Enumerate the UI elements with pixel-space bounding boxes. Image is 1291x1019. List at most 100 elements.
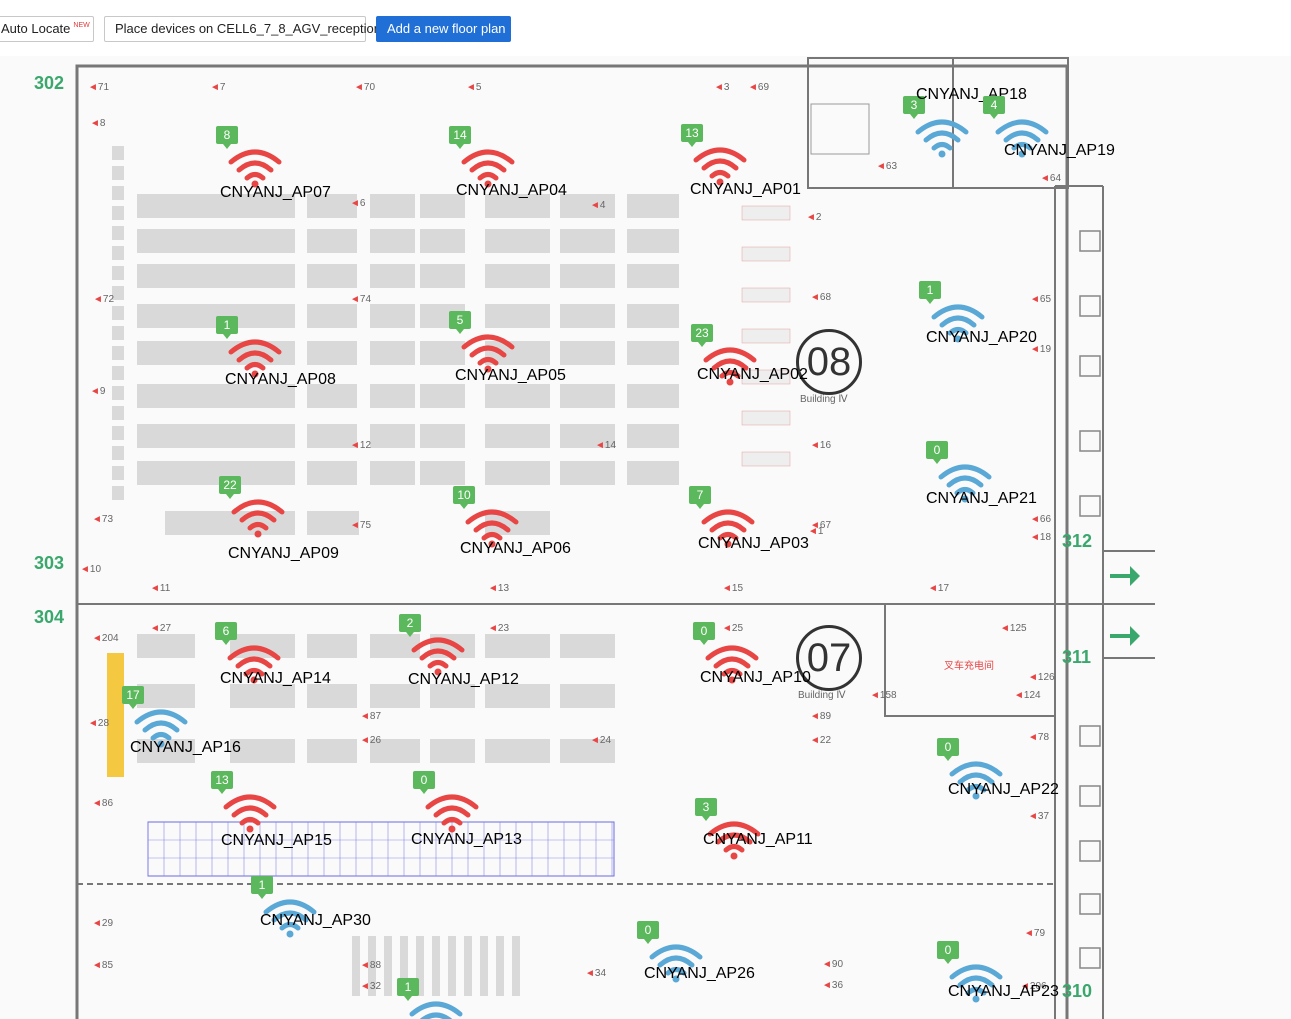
device-marker[interactable]: ◄68 — [810, 292, 831, 303]
device-marker[interactable]: ◄126 — [1028, 672, 1055, 683]
device-marker[interactable]: ◄204 — [92, 633, 119, 644]
device-marker[interactable]: ◄11 — [150, 583, 170, 594]
sensor-icon: ◄ — [810, 440, 820, 451]
access-point[interactable]: 1 — [919, 281, 1020, 361]
device-marker[interactable]: ◄4 — [590, 200, 605, 211]
device-marker[interactable]: ◄90 — [822, 959, 843, 970]
access-point[interactable]: 1 — [251, 876, 352, 956]
access-point[interactable]: 14 — [449, 126, 550, 206]
device-marker[interactable]: ◄86 — [92, 798, 113, 809]
device-marker-label: 3 — [723, 82, 730, 93]
device-marker-label: 24 — [599, 735, 612, 746]
access-point[interactable]: 6 — [215, 622, 316, 702]
access-point[interactable]: 0 — [413, 771, 514, 851]
device-marker[interactable]: ◄24 — [590, 735, 611, 746]
device-marker[interactable]: ◄23 — [488, 623, 509, 634]
device-marker[interactable]: ◄78 — [1028, 732, 1049, 743]
client-count-badge: 3 — [695, 798, 717, 821]
access-point[interactable]: 1 — [216, 316, 317, 396]
device-marker[interactable]: ◄88 — [360, 960, 381, 971]
device-marker[interactable]: ◄85 — [92, 960, 113, 971]
rack-north — [485, 424, 550, 448]
device-marker[interactable]: ◄70 — [354, 82, 375, 93]
device-marker[interactable]: ◄79 — [1024, 928, 1045, 939]
rack-north — [370, 194, 415, 218]
device-marker[interactable]: ◄18 — [1030, 532, 1051, 543]
device-marker[interactable]: ◄72 — [93, 294, 114, 305]
device-marker[interactable]: ◄7 — [210, 82, 225, 93]
access-point[interactable]: 13 — [211, 771, 312, 851]
rack-side — [112, 186, 124, 200]
device-marker-label: 5 — [475, 82, 482, 93]
device-marker[interactable]: ◄67 — [810, 520, 831, 531]
access-point[interactable]: 0 — [693, 622, 794, 702]
device-marker[interactable]: ◄6 — [350, 198, 365, 209]
device-marker[interactable]: ◄27 — [150, 623, 171, 634]
device-marker-label: 18 — [1039, 532, 1052, 543]
access-point[interactable]: 0 — [637, 921, 738, 1001]
device-marker[interactable]: ◄206 — [1020, 981, 1047, 992]
device-marker[interactable]: ◄125 — [1000, 623, 1027, 634]
device-marker[interactable]: ◄22 — [810, 735, 831, 746]
device-marker[interactable]: ◄15 — [722, 583, 743, 594]
access-point[interactable]: 0 — [937, 738, 1038, 818]
client-count-badge: 4 — [983, 96, 1005, 119]
add-floor-plan-button[interactable]: Add a new floor plan — [376, 16, 511, 42]
access-point[interactable]: 1 — [397, 978, 498, 1019]
device-marker[interactable]: ◄16 — [810, 440, 831, 451]
device-marker[interactable]: ◄71 — [88, 82, 109, 93]
device-marker[interactable]: ◄63 — [876, 161, 897, 172]
access-point[interactable]: 3 — [695, 798, 796, 878]
device-marker[interactable]: ◄65 — [1030, 294, 1051, 305]
device-marker[interactable]: ◄89 — [810, 711, 831, 722]
access-point[interactable]: 17 — [122, 686, 223, 766]
device-marker[interactable]: ◄69 — [748, 82, 769, 93]
access-point[interactable]: 10 — [453, 486, 554, 566]
device-marker[interactable]: ◄73 — [92, 514, 113, 525]
access-point[interactable]: 5 — [449, 311, 550, 391]
device-marker[interactable]: ◄10 — [80, 564, 101, 575]
device-marker[interactable]: ◄5 — [466, 82, 481, 93]
device-marker[interactable]: ◄1 — [808, 526, 823, 537]
device-marker[interactable]: ◄2 — [806, 212, 821, 223]
access-point[interactable]: 0 — [937, 941, 1038, 1019]
access-point[interactable]: 13 — [681, 124, 782, 204]
device-marker[interactable]: ◄75 — [350, 520, 371, 531]
access-point[interactable]: 8 — [216, 126, 317, 206]
device-marker[interactable]: ◄66 — [1030, 514, 1051, 525]
device-marker[interactable]: ◄64 — [1040, 173, 1061, 184]
place-devices-button[interactable]: Place devices on CELL6_7_8_AGV_reception — [104, 16, 381, 42]
device-marker[interactable]: ◄25 — [722, 623, 743, 634]
access-point[interactable]: 22 — [219, 476, 320, 556]
device-marker[interactable]: ◄12 — [350, 440, 371, 451]
device-marker[interactable]: ◄32 — [360, 981, 381, 992]
access-point[interactable]: 0 — [926, 441, 1027, 521]
access-point[interactable]: 7 — [689, 486, 790, 566]
device-marker[interactable]: ◄17 — [928, 583, 949, 594]
device-marker[interactable]: ◄13 — [488, 583, 509, 594]
sensor-icon: ◄ — [210, 82, 220, 93]
access-point[interactable]: 23 — [691, 324, 792, 404]
device-marker[interactable]: ◄28 — [88, 718, 109, 729]
access-point[interactable]: 2 — [399, 614, 500, 694]
device-marker[interactable]: ◄8 — [90, 118, 105, 129]
access-point[interactable]: 3 — [903, 96, 1004, 176]
device-marker[interactable]: ◄29 — [92, 918, 113, 929]
sensor-icon: ◄ — [360, 735, 370, 746]
device-marker[interactable]: ◄9 — [90, 386, 105, 397]
device-marker[interactable]: ◄37 — [1028, 811, 1049, 822]
device-marker[interactable]: ◄74 — [350, 294, 371, 305]
device-marker[interactable]: ◄124 — [1014, 690, 1041, 701]
device-marker[interactable]: ◄26 — [360, 735, 381, 746]
access-point[interactable]: 4 — [983, 96, 1084, 176]
device-marker[interactable]: ◄19 — [1030, 344, 1051, 355]
device-marker[interactable]: ◄158 — [870, 690, 897, 701]
device-marker[interactable]: ◄87 — [360, 711, 381, 722]
device-marker[interactable]: ◄14 — [595, 440, 616, 451]
access-point-name: CNYANJ_AP21 — [926, 490, 1037, 507]
device-marker[interactable]: ◄36 — [822, 980, 843, 991]
device-marker[interactable]: ◄3 — [714, 82, 729, 93]
device-marker[interactable]: ◄34 — [585, 968, 606, 979]
